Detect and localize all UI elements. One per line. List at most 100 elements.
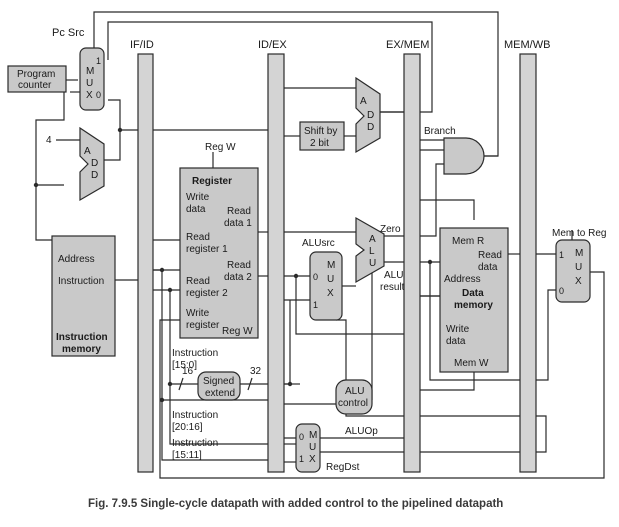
reg-read-data2-1: Read bbox=[227, 260, 251, 271]
reg-dst-label: RegDst bbox=[326, 462, 360, 473]
reg-w-control-label: Reg W bbox=[205, 142, 236, 153]
dmem-read-data-2: data bbox=[478, 262, 498, 273]
alu-u: U bbox=[369, 258, 376, 269]
if-id-label: IF/ID bbox=[130, 39, 154, 51]
mem-wb-register bbox=[519, 53, 537, 473]
reg-write-data-1: Write bbox=[186, 192, 210, 203]
ex-mem-register bbox=[403, 53, 421, 473]
branch-and-gate bbox=[443, 137, 485, 175]
alu-src-mux bbox=[309, 251, 343, 321]
reg-read-data1-2: data 1 bbox=[224, 218, 252, 229]
dmem-write-data-1: Write bbox=[446, 324, 470, 335]
wires bbox=[35, 11, 605, 479]
wb-mux-x: X bbox=[575, 276, 582, 287]
instruction-memory bbox=[51, 235, 116, 357]
branch-adder-a: A bbox=[360, 96, 367, 107]
reg-dst-mux-x: X bbox=[309, 454, 316, 465]
wb-mux-in0: 0 bbox=[559, 286, 564, 296]
wb-mux-m: M bbox=[575, 248, 583, 259]
id-ex-register bbox=[267, 53, 285, 473]
shift-left-2 bbox=[299, 121, 345, 151]
alu-src-mux-in1: 1 bbox=[313, 300, 318, 310]
sign-extend-in-bits: 16 bbox=[182, 366, 194, 377]
pc-adder bbox=[79, 126, 105, 202]
instr-field-15-0-line2: [15:0] bbox=[172, 360, 197, 371]
imem-title-line2: memory bbox=[62, 344, 101, 355]
pc-mux-m: M bbox=[86, 66, 94, 77]
instr-field-20-16-line2: [20:16] bbox=[172, 422, 203, 433]
alu-control-line1: ALU bbox=[345, 386, 364, 397]
pc-mux-in0: 0 bbox=[96, 90, 101, 100]
alu-src-mux-in0: 0 bbox=[313, 272, 318, 282]
dmem-write-data-2: data bbox=[446, 336, 466, 347]
sign-extend-line1: Signed bbox=[203, 376, 234, 387]
branch-adder bbox=[355, 76, 381, 154]
alu-result-line2: result bbox=[380, 282, 405, 293]
ex-mem-label: EX/MEM bbox=[386, 39, 429, 51]
alu-result-line1: ALU bbox=[384, 270, 403, 281]
dmem-mem-r: Mem R bbox=[452, 236, 484, 247]
reg-read-reg2-2: register 2 bbox=[186, 288, 228, 299]
reg-dst-mux-in1: 1 bbox=[299, 454, 304, 464]
reg-dst-mux-u: U bbox=[309, 442, 316, 453]
alu-a: A bbox=[369, 234, 376, 245]
imem-title-line1: Instruction bbox=[56, 332, 108, 343]
reg-dst-mux-in0: 0 bbox=[299, 432, 304, 442]
imem-address: Address bbox=[58, 254, 95, 265]
reg-read-reg1-1: Read bbox=[186, 232, 210, 243]
instr-field-15-0-line1: Instruction bbox=[172, 348, 218, 359]
pc-adder-d1: D bbox=[91, 158, 98, 169]
alu-src-mux-u: U bbox=[327, 274, 334, 285]
sign-extend-out-bits: 32 bbox=[250, 366, 262, 377]
alu-control bbox=[335, 379, 373, 415]
instr-field-15-11-line1: Instruction bbox=[172, 438, 218, 449]
figure-caption: Fig. 7.9.5 Single-cycle datapath with ad… bbox=[88, 498, 503, 510]
pc-mux-u: U bbox=[86, 78, 93, 89]
dmem-title-1: Data bbox=[462, 288, 484, 299]
register-title: Register bbox=[192, 176, 232, 187]
junction-dots bbox=[33, 127, 433, 403]
reg-write-reg-1: Write bbox=[186, 308, 210, 319]
register-file bbox=[179, 167, 259, 339]
shift-line2: 2 bit bbox=[310, 138, 329, 149]
pc-mux-in1: 1 bbox=[96, 56, 101, 66]
sign-extend bbox=[197, 371, 241, 401]
branch-adder-d1: D bbox=[367, 110, 374, 121]
reg-w-inside-label: Reg W bbox=[222, 326, 253, 337]
id-ex-label: ID/EX bbox=[258, 39, 287, 51]
branch-adder-d2: D bbox=[367, 122, 374, 133]
instr-field-15-11-line2: [15:11] bbox=[172, 450, 202, 461]
alu bbox=[355, 216, 385, 284]
reg-dst-mux bbox=[295, 423, 321, 473]
branch-label: Branch bbox=[424, 126, 456, 137]
reg-write-reg-2: register bbox=[186, 320, 220, 331]
sign-extend-line2: extend bbox=[205, 388, 235, 399]
dmem-title-2: memory bbox=[454, 300, 493, 311]
pc-adder-d2: D bbox=[91, 170, 98, 181]
reg-dst-mux-m: M bbox=[309, 430, 317, 441]
reg-read-reg1-2: register 1 bbox=[186, 244, 228, 255]
instr-field-20-16-line1: Instruction bbox=[172, 410, 218, 421]
shift-line1: Shift by bbox=[304, 126, 337, 137]
program-counter-line2: counter bbox=[18, 80, 52, 91]
wb-mux-in1: 1 bbox=[559, 250, 564, 260]
data-memory bbox=[439, 227, 509, 373]
reg-read-data1-1: Read bbox=[227, 206, 251, 217]
if-id-register bbox=[137, 53, 154, 473]
reg-write-data-2: data bbox=[186, 204, 206, 215]
program-counter bbox=[7, 65, 67, 93]
dmem-read-data-1: Read bbox=[478, 250, 502, 261]
pc-mux bbox=[79, 47, 105, 111]
dmem-mem-w: Mem W bbox=[454, 358, 489, 369]
alu-l: L bbox=[369, 246, 375, 257]
mem-to-reg-mux bbox=[555, 239, 591, 303]
mem-wb-label: MEM/WB bbox=[504, 39, 550, 51]
program-counter-line1: Program bbox=[17, 69, 55, 80]
alu-op-label: ALUOp bbox=[345, 426, 378, 437]
alu-control-line2: control bbox=[338, 398, 368, 409]
constant-four: 4 bbox=[46, 135, 52, 146]
zero-label: Zero bbox=[380, 224, 401, 235]
pc-mux-x: X bbox=[86, 90, 93, 101]
